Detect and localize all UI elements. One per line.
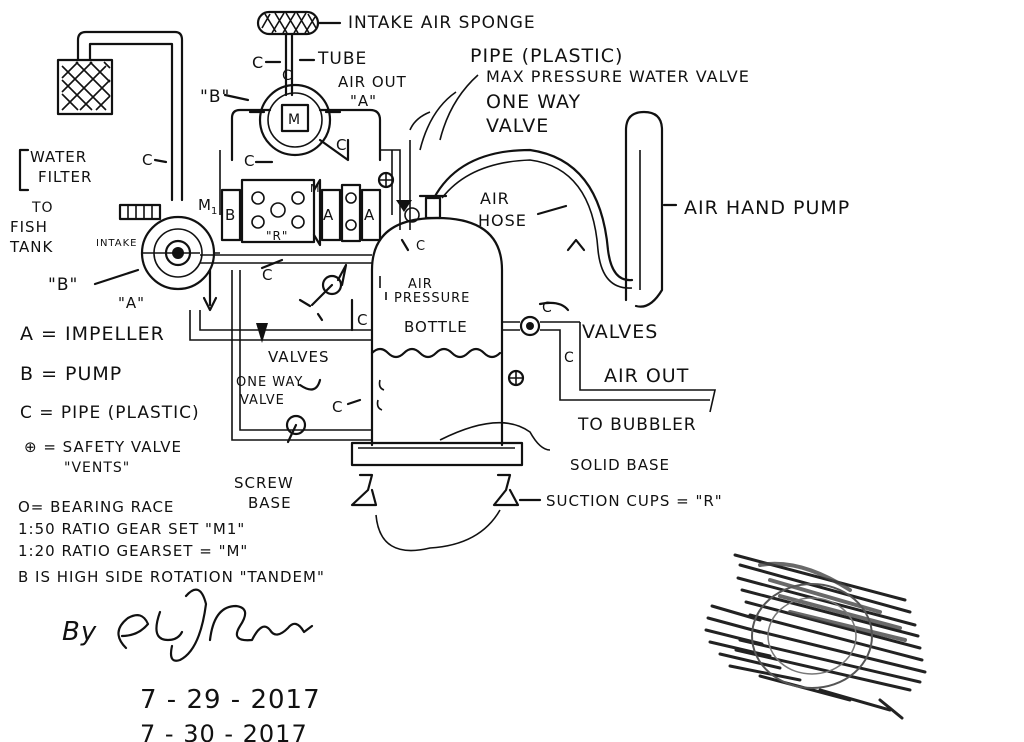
a-left-label: "A" <box>118 294 145 312</box>
right-valve <box>502 301 717 413</box>
c-left-label: C <box>244 152 255 170</box>
pump-block-row: B "R" A A M <box>220 178 382 247</box>
pipe-plastic-label: PIPE (PLASTIC) <box>470 45 623 67</box>
air-hand-pump-label: AIR HAND PUMP <box>684 197 850 219</box>
svg-text:C: C <box>542 300 553 316</box>
fish-label: FISH <box>10 218 48 236</box>
date-2: 7 - 30 - 2017 <box>140 720 308 742</box>
one-way-label: ONE WAY <box>486 91 581 113</box>
a-top-label: "A" <box>350 92 377 110</box>
intake-label: INTAKE <box>96 238 137 249</box>
suction-cups-label: SUCTION CUPS = "R" <box>546 492 723 510</box>
b-left-label: "B" <box>48 275 78 295</box>
air-pressure-label-1: AIR <box>408 277 433 292</box>
to-bubbler-label: TO BUBBLER <box>577 415 697 435</box>
air-out-right-label: AIR OUT <box>604 365 689 387</box>
svg-text:C: C <box>262 266 273 284</box>
to-label: TO <box>31 200 54 216</box>
top-gear-m: M <box>248 83 342 157</box>
r-center-label: "R" <box>266 229 288 243</box>
m1-sub-label: 1 <box>211 206 218 217</box>
valves-middle-label: VALVES <box>268 348 330 366</box>
valves-right-label: VALVES <box>582 321 658 343</box>
b-top-label: "B" <box>200 87 230 107</box>
notary-seal-scribble-icon <box>704 553 927 720</box>
m-box-label: M <box>288 112 301 128</box>
svg-text:C: C <box>357 311 368 329</box>
signature-by: By <box>62 617 97 647</box>
bottle-label: BOTTLE <box>404 318 468 336</box>
left-impeller <box>140 215 220 291</box>
svg-text:C: C <box>416 239 426 254</box>
legend-pump: B = PUMP <box>20 363 122 385</box>
legend-bearing: O= BEARING RACE <box>18 498 174 516</box>
screw-label: SCREW <box>234 474 294 492</box>
water-label: WATER <box>30 148 87 166</box>
svg-text:C: C <box>332 398 343 416</box>
max-pressure-label: MAX PRESSURE WATER VALVE <box>486 67 750 86</box>
c-filter-label: C <box>142 151 153 169</box>
solid-base-label: SOLID BASE <box>570 456 670 474</box>
legend: A = IMPELLER B = PUMP C = PIPE (PLASTIC)… <box>18 323 325 586</box>
m1-label: M <box>198 196 212 214</box>
air-hand-pump <box>624 110 664 308</box>
tank-label: TANK <box>9 238 53 256</box>
water-filter <box>56 30 184 202</box>
air-out-top-label: AIR OUT <box>338 73 407 91</box>
date-1: 7 - 29 - 2017 <box>140 685 321 715</box>
air-pressure-label-2: PRESSURE <box>394 291 470 306</box>
base-label: BASE <box>248 494 292 512</box>
air-hose-label-2: HOSE <box>478 211 527 230</box>
b-block-label: B <box>225 206 236 224</box>
svg-text:C: C <box>564 350 575 366</box>
a-block1-label: A <box>323 206 334 224</box>
intake-air-sponge-label: INTAKE AIR SPONGE <box>348 13 536 33</box>
legend-tandem: B IS HIGH SIDE ROTATION "TANDEM" <box>18 568 325 586</box>
safety-valve-icon <box>377 171 395 189</box>
intake-sponge <box>256 10 342 97</box>
air-hose-label-1: AIR <box>480 189 510 208</box>
c-right-label: C <box>336 136 347 154</box>
legend-safety-1: ⊕ = SAFETY VALVE <box>24 438 182 456</box>
safety-valve-icon-2 <box>507 369 525 387</box>
legend-gear1: 1:50 RATIO GEAR SET "M1" <box>18 520 245 538</box>
signature-scribble <box>117 588 314 662</box>
valve-label: VALVE <box>486 115 549 137</box>
c-label-top2: C <box>282 68 293 84</box>
one-way-valve-label-2: VALVE <box>240 393 285 408</box>
solid-base <box>350 441 524 507</box>
valve-lower-middle <box>285 414 307 444</box>
one-way-valve-label-1: ONE WAY <box>236 375 303 390</box>
a-block2-label: A <box>364 206 375 224</box>
legend-safety-2: "VENTS" <box>64 460 130 476</box>
tube-label: TUBE <box>317 49 367 69</box>
filter-label: FILTER <box>38 168 92 186</box>
legend-gear2: 1:20 RATIO GEARSET = "M" <box>18 542 248 560</box>
c-label-top: C <box>252 53 264 72</box>
legend-impeller: A = IMPELLER <box>20 323 165 345</box>
legend-pipe: C = PIPE (PLASTIC) <box>20 403 200 423</box>
valve-upper-middle <box>298 263 348 322</box>
svg-text:M: M <box>310 182 321 195</box>
